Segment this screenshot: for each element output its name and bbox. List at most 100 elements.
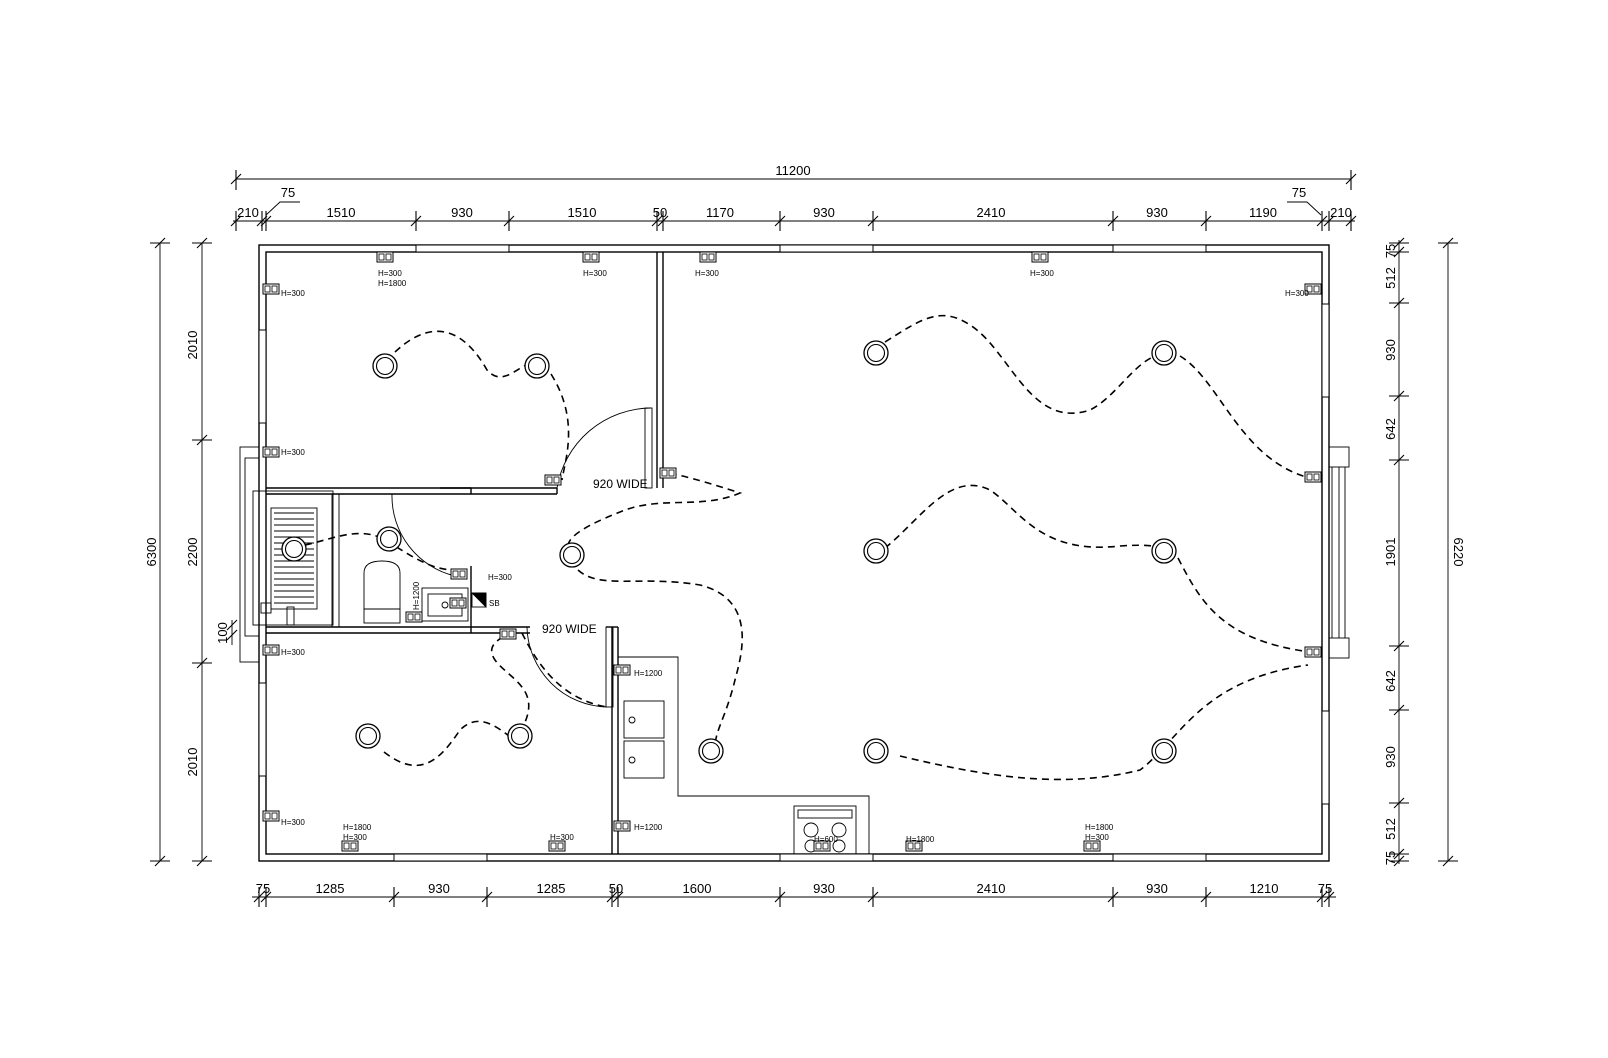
wire-living-row2-switch [1177, 557, 1311, 653]
dim-left-small: 100 [215, 622, 230, 644]
walls [239, 244, 1350, 862]
dim-tick-slash [1393, 237, 1405, 249]
dim-right-5: 642 [1383, 670, 1398, 692]
dim-top-0: 210 [237, 205, 259, 220]
dim-bottom-6: 930 [813, 881, 835, 896]
label-bed2-left-b: H=300 [281, 818, 305, 827]
label-living-bottom-a: H=1800 [906, 835, 935, 844]
top-small-dimensions: 75 75 [265, 185, 1322, 216]
wire-living-row1 [884, 314, 1171, 414]
wire-kitchen-light [577, 569, 743, 749]
window-top-1 [415, 244, 510, 253]
dim-tick-slash [1107, 215, 1119, 227]
dim-top-small-right: 75 [1292, 185, 1306, 200]
door-swing-bottom [526, 626, 608, 708]
wire-living-row2 [884, 484, 1169, 553]
ceiling-light-icon [559, 542, 585, 568]
door-leaf-top [644, 407, 653, 489]
dim-tick-slash [1316, 215, 1328, 227]
switchboard-symbol [471, 592, 487, 608]
dim-left-inner-1: 2200 [185, 538, 200, 567]
dim-tick-slash [1393, 797, 1405, 809]
ceiling-light-icon [1151, 538, 1177, 564]
dim-tick-slash [1393, 640, 1405, 652]
ceiling-light-icon [355, 723, 381, 749]
power-outlet-icon [450, 568, 468, 580]
door-label-top: 920 WIDE [593, 477, 648, 491]
window-left-1 [258, 329, 267, 424]
dim-right-6: 930 [1383, 746, 1398, 768]
ceiling-light-icon [1151, 340, 1177, 366]
power-outlet-icon [613, 820, 631, 832]
dim-tick-slash [1393, 390, 1405, 402]
label-bed2-bottom-a2: H=300 [343, 833, 367, 842]
dim-tick-slash [230, 215, 242, 227]
dim-right-3: 642 [1383, 418, 1398, 440]
dim-tick-slash [1393, 704, 1405, 716]
window-bottom-1 [393, 853, 488, 862]
dim-right-1: 512 [1383, 267, 1398, 289]
dim-right-0: 75 [1383, 244, 1398, 258]
dim-tick-slash [1345, 215, 1357, 227]
dim-bottom-0: 75 [256, 881, 270, 896]
window-right-1 [1321, 303, 1330, 398]
bottom-row-dimensions: 75 1285 930 1285 50 1600 930 2410 930 12… [252, 881, 1336, 907]
doors: 920 WIDE 920 WIDE [391, 407, 653, 708]
label-bath-right: H=300 [488, 573, 512, 582]
dim-top-overall: 11200 [775, 163, 810, 178]
ceiling-lights [281, 340, 1177, 764]
label-living-right: H=300 [1285, 289, 1309, 298]
dim-top-7: 2410 [977, 205, 1006, 220]
power-outlet-icon [544, 474, 562, 486]
dim-tick-slash [503, 215, 515, 227]
window-bottom-2 [779, 853, 874, 862]
power-outlet-icon [582, 251, 600, 263]
power-outlet-icon [499, 628, 517, 640]
wire-bath [304, 532, 456, 571]
dim-tick-slash [606, 891, 618, 903]
dim-tick-slash [1393, 297, 1405, 309]
dim-bottom-5: 1600 [683, 881, 712, 896]
label-living-bottom-b2: H=300 [1085, 833, 1109, 842]
dim-top-small-left: 75 [281, 185, 295, 200]
window-top-2 [779, 244, 874, 253]
power-outlet-icon [1304, 471, 1322, 483]
power-outlet-icon [548, 840, 566, 852]
dim-top-4: 50 [653, 205, 667, 220]
power-outlet-icon [1031, 251, 1049, 263]
dim-top-9: 1190 [1249, 205, 1277, 220]
basin [421, 587, 469, 622]
dim-bottom-2: 930 [428, 881, 450, 896]
ceiling-light-icon [863, 538, 889, 564]
dim-bottom-10: 75 [1318, 881, 1332, 896]
kitchen-fixtures [618, 656, 870, 855]
dim-bottom-9: 1210 [1250, 881, 1279, 896]
dim-tick-slash [612, 891, 624, 903]
dim-left-inner-0: 2010 [185, 331, 200, 360]
dim-right-4: 1901 [1383, 538, 1398, 567]
dim-left-outer: 6300 [144, 538, 159, 567]
shower-control [260, 602, 272, 614]
dim-tick-slash [651, 215, 663, 227]
dim-tick-slash [774, 891, 786, 903]
dim-tick-slash [410, 215, 422, 227]
wire-bed2-switch [490, 633, 530, 733]
ceiling-light-icon [1151, 738, 1177, 764]
dim-tick-slash [481, 891, 493, 903]
power-outlet-icon [262, 644, 280, 656]
window-top-3 [1112, 244, 1207, 253]
right-dimensions: 75 512 930 642 1901 642 930 512 75 6220 [1383, 237, 1466, 867]
dim-top-3: 1510 [568, 205, 597, 220]
wiring-runs [304, 314, 1311, 781]
dim-tick-slash [1200, 891, 1212, 903]
power-outlet-icon [262, 283, 280, 295]
sb-label: SB [489, 599, 500, 608]
top-overall-dimension: 11200 [230, 163, 1357, 190]
dim-bottom-4: 50 [609, 881, 623, 896]
dim-right-8: 75 [1383, 851, 1398, 865]
ceiling-light-icon [863, 340, 889, 366]
door-swing-bath [391, 493, 456, 577]
power-outlet-icon [262, 810, 280, 822]
outlet-height-labels: H=300 H=1800 H=300 H=300 H=300 H=300 H=3… [281, 269, 1309, 844]
power-outlet-icon [341, 840, 359, 852]
